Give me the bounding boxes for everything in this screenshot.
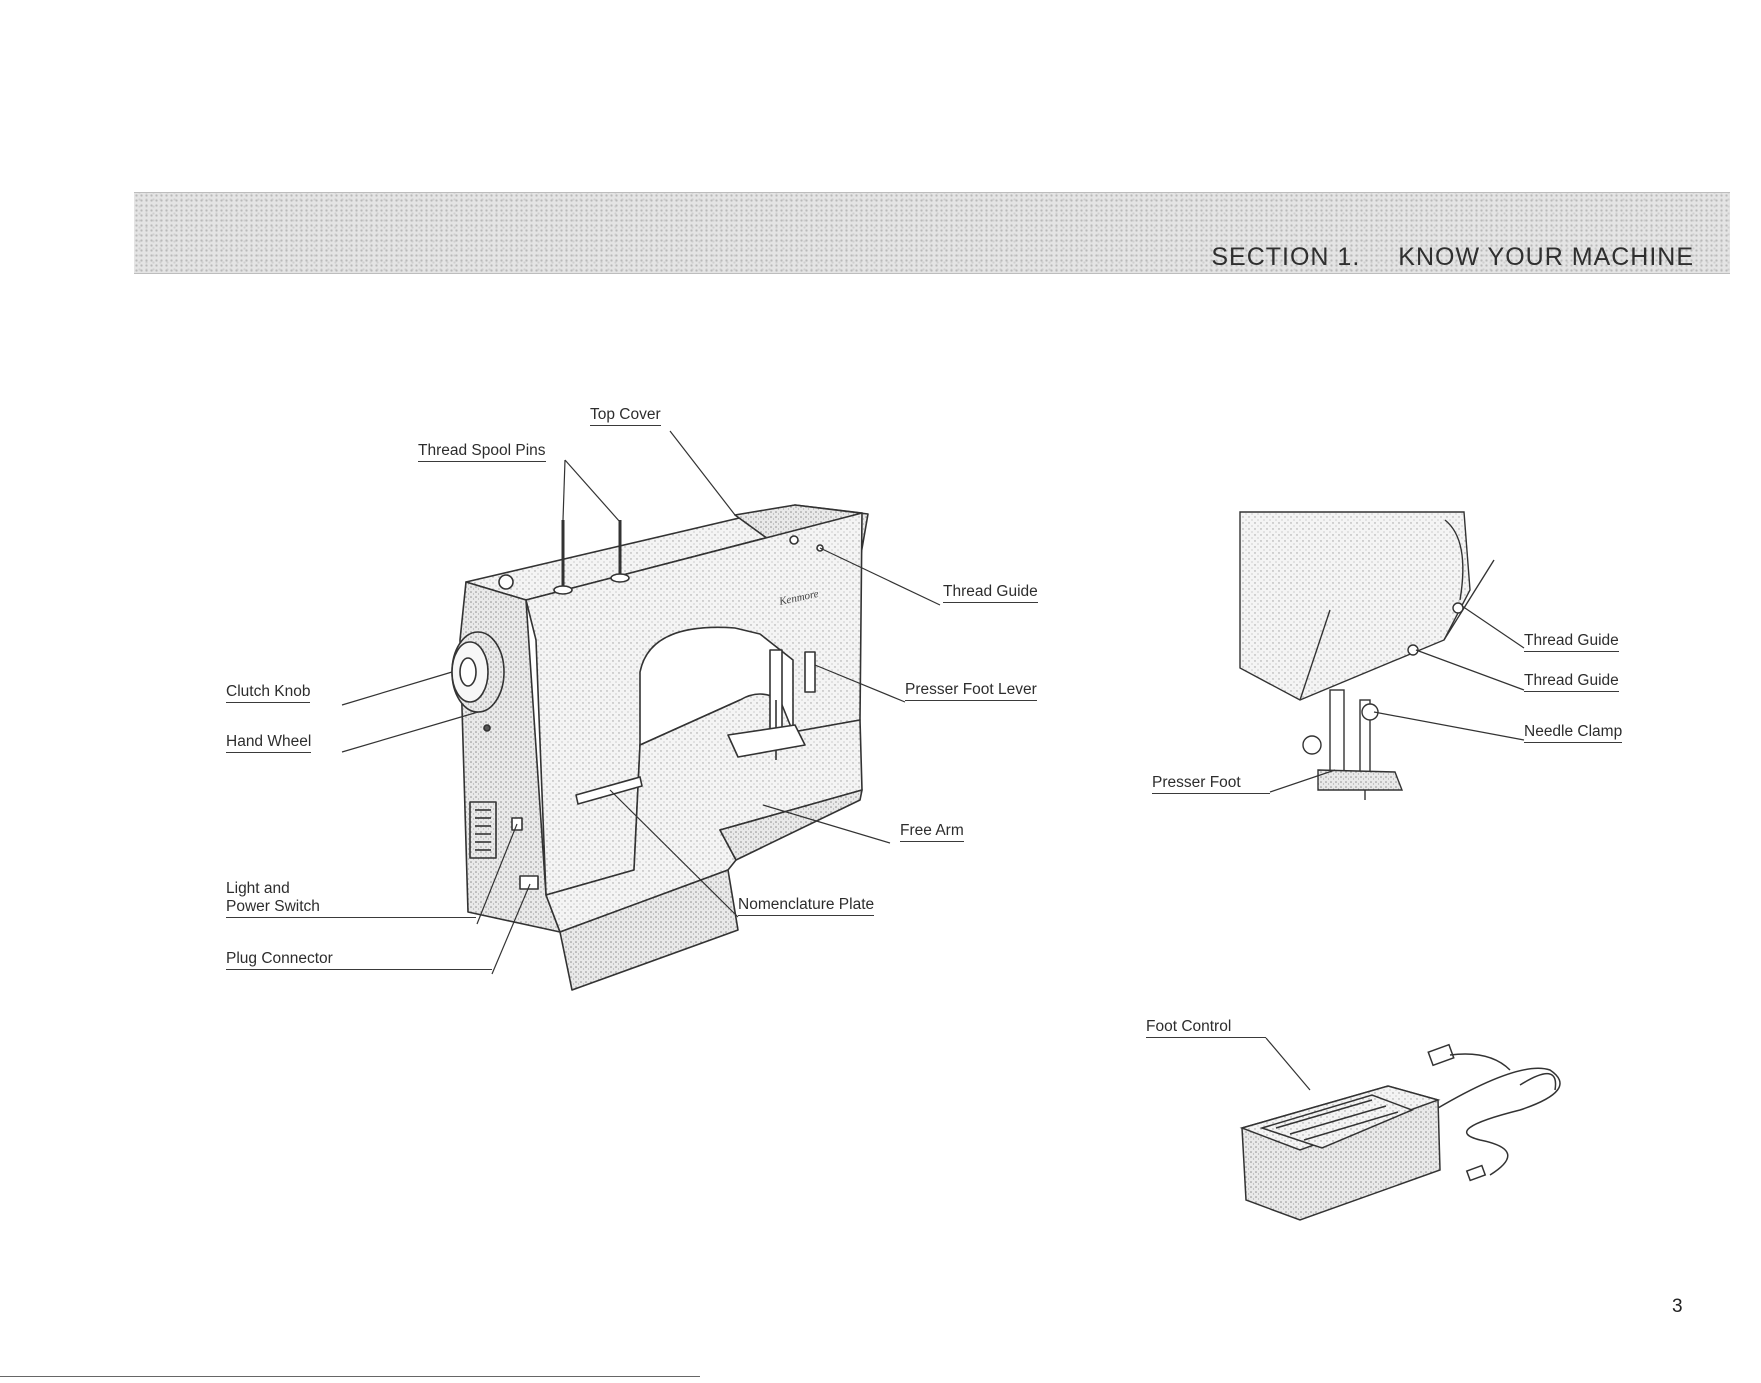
label-light-and-power-switch-line2: Power Switch bbox=[226, 898, 320, 915]
label-needle-clamp: Needle Clamp bbox=[1524, 723, 1622, 743]
label-needle-thread-guide-2: Thread Guide bbox=[1524, 672, 1619, 692]
label-plug-connector: Plug Connector bbox=[226, 950, 492, 970]
label-presser-foot-lever: Presser Foot Lever bbox=[905, 681, 1037, 701]
label-needle-thread-guide-1: Thread Guide bbox=[1524, 632, 1619, 652]
label-free-arm: Free Arm bbox=[900, 822, 964, 842]
label-thread-spool-pins: Thread Spool Pins bbox=[418, 442, 546, 462]
foot-control-leader-line bbox=[1266, 1038, 1310, 1090]
label-thread-guide: Thread Guide bbox=[943, 583, 1038, 603]
sewing-machine-illustration bbox=[452, 505, 868, 990]
label-top-cover: Top Cover bbox=[590, 406, 661, 426]
needle-closeup-illustration bbox=[1240, 512, 1494, 800]
bottom-rule bbox=[0, 1376, 700, 1377]
page-number: 3 bbox=[1672, 1296, 1683, 1318]
label-nomenclature-plate: Nomenclature Plate bbox=[738, 896, 874, 916]
foot-control-illustration bbox=[1242, 1045, 1560, 1220]
label-light-and-power-switch-line1: Light and bbox=[226, 880, 290, 897]
label-presser-foot: Presser Foot bbox=[1152, 774, 1270, 794]
label-foot-control: Foot Control bbox=[1146, 1018, 1266, 1038]
label-hand-wheel: Hand Wheel bbox=[226, 733, 311, 753]
label-clutch-knob: Clutch Knob bbox=[226, 683, 310, 703]
